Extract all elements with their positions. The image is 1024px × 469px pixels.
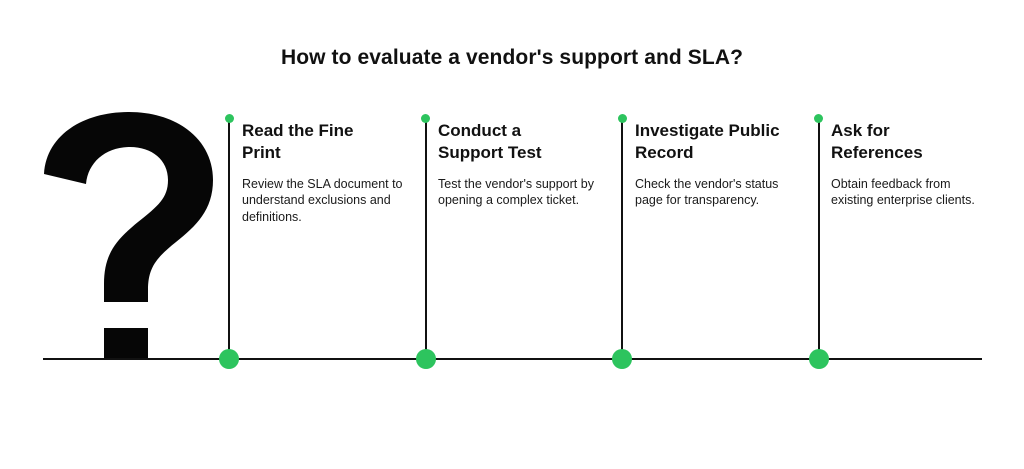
step-start-dot [224, 114, 234, 123]
timeline-axis [43, 358, 982, 360]
timeline-marker-dot [415, 349, 436, 369]
step-heading: Read the Fine Print [242, 121, 354, 162]
step-start-dot [814, 114, 823, 123]
timeline-marker-dot [219, 349, 239, 369]
page-title: How to evaluate a vendor's support and S… [280, 46, 744, 69]
step-connector-line [817, 119, 820, 359]
question-mark-icon [44, 112, 213, 359]
timeline-marker-dot [612, 349, 632, 369]
step-start-dot [617, 114, 627, 123]
step-description: Review the SLA document to understand ex… [242, 177, 403, 224]
step-heading: Conduct a Support Test [438, 121, 542, 162]
step-heading: Ask for References [831, 121, 923, 162]
step-description: Obtain feedback from existing enterprise… [831, 177, 975, 208]
step-connector-line [621, 119, 623, 359]
timeline-marker-dot [808, 349, 829, 369]
step-connector-line [228, 119, 230, 359]
step-heading: Investigate Public Record [635, 121, 780, 162]
step-description: Check the vendor's status page for trans… [635, 177, 779, 208]
step-description: Test the vendor's support by opening a c… [438, 177, 594, 208]
step-start-dot [421, 114, 430, 123]
step-connector-line [424, 119, 427, 359]
